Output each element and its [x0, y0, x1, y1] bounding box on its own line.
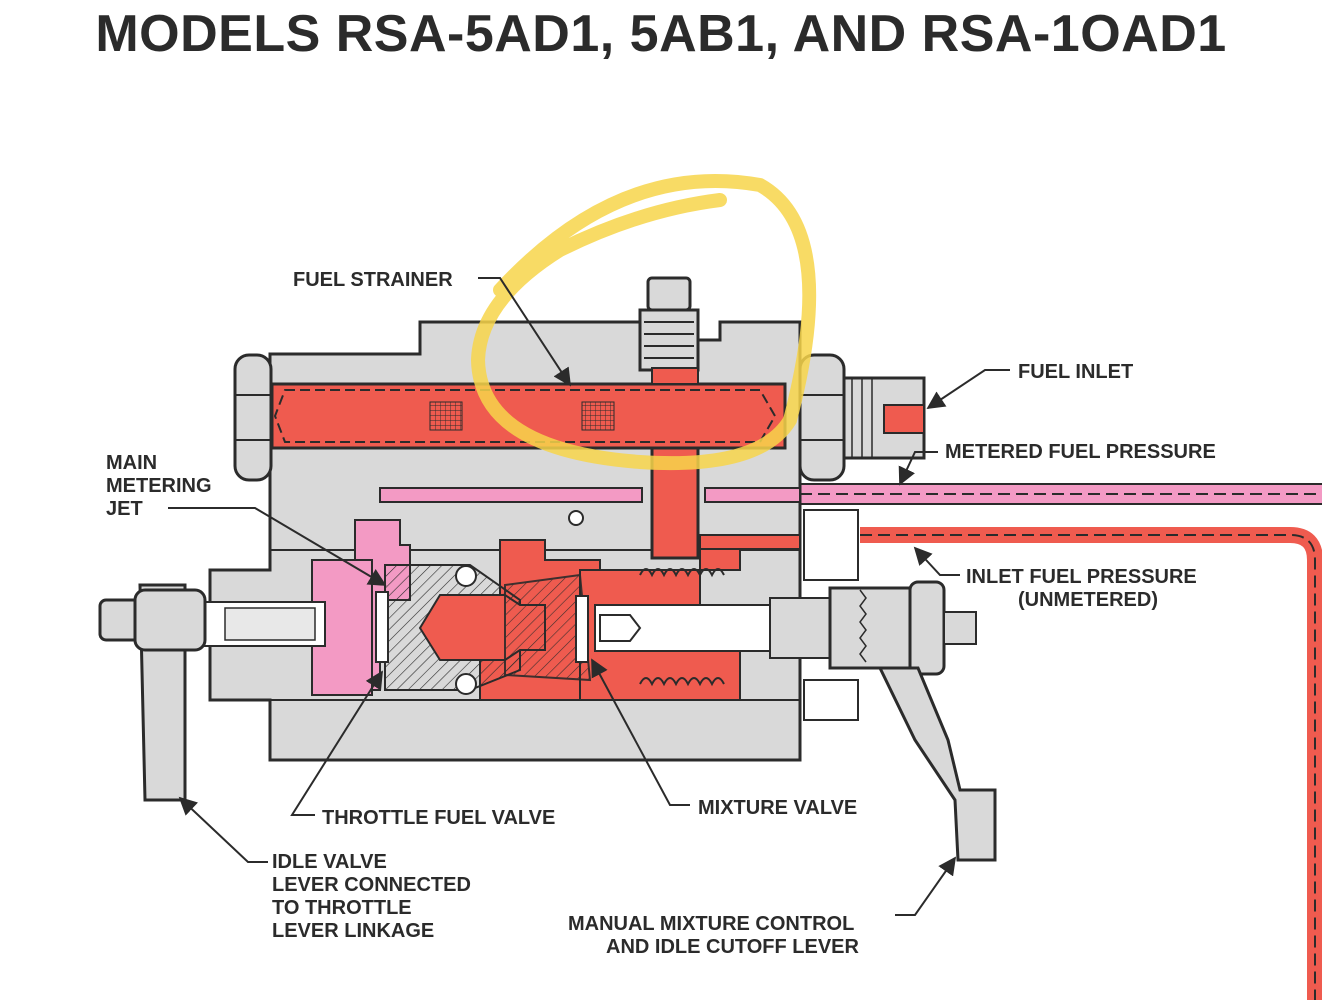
svg-text:METERING: METERING	[106, 475, 212, 497]
label-fuel-strainer: FUEL STRAINER	[293, 269, 453, 291]
label-throttle-fuel-valve: THROTTLE FUEL VALVE	[322, 807, 555, 829]
fuel-strainer	[270, 367, 787, 560]
spring-lower	[639, 677, 725, 687]
svg-text:LEVER LINKAGE: LEVER LINKAGE	[272, 920, 434, 942]
label-idle-valve-lever: IDLE VALVE LEVER CONNECTED TO THROTTLE L…	[272, 851, 471, 942]
inlet-fuel-line	[860, 527, 1322, 1000]
metered-fuel-line	[800, 483, 1322, 505]
label-mixture-valve: MIXTURE VALVE	[698, 797, 857, 819]
label-manual-mixture-lever: MANUAL MIXTURE CONTROL AND IDLE CUTOFF L…	[568, 913, 860, 958]
vent-hole	[568, 510, 584, 526]
valve-shaft	[594, 509, 977, 721]
label-main-metering-jet: MAIN METERING JET	[106, 452, 212, 520]
svg-text:(UNMETERED): (UNMETERED)	[1018, 589, 1158, 611]
label-inlet-fuel-pressure: INLET FUEL PRESSURE (UNMETERED)	[966, 566, 1197, 611]
svg-text:MANUAL MIXTURE CONTROL: MANUAL MIXTURE CONTROL	[568, 913, 854, 935]
top-fitting	[638, 276, 700, 372]
label-fuel-inlet: FUEL INLET	[1018, 361, 1133, 383]
svg-text:LEVER CONNECTED: LEVER CONNECTED	[272, 874, 471, 896]
mixture-control-lever	[877, 666, 997, 862]
idle-valve-lever	[133, 583, 207, 802]
svg-text:AND IDLE CUTOFF LEVER: AND IDLE CUTOFF LEVER	[606, 936, 860, 958]
svg-text:TO THROTTLE: TO THROTTLE	[272, 897, 412, 919]
svg-text:JET: JET	[106, 498, 143, 520]
leader-lines	[168, 277, 1010, 916]
spring-upper	[639, 568, 725, 578]
label-metered-fuel-pressure: METERED FUEL PRESSURE	[945, 441, 1216, 463]
highlight-circle	[470, 173, 817, 471]
page-title: MODELS RSA-5AD1, 5AB1, AND RSA-1OAD1	[95, 5, 1227, 63]
fuel-inlet-fitting	[798, 353, 926, 482]
svg-text:INLET FUEL PRESSURE: INLET FUEL PRESSURE	[966, 566, 1197, 588]
mixture-valve	[418, 573, 592, 682]
svg-text:MAIN: MAIN	[106, 452, 157, 474]
svg-text:IDLE VALVE: IDLE VALVE	[272, 851, 387, 873]
strainer-left-nut	[233, 353, 273, 482]
